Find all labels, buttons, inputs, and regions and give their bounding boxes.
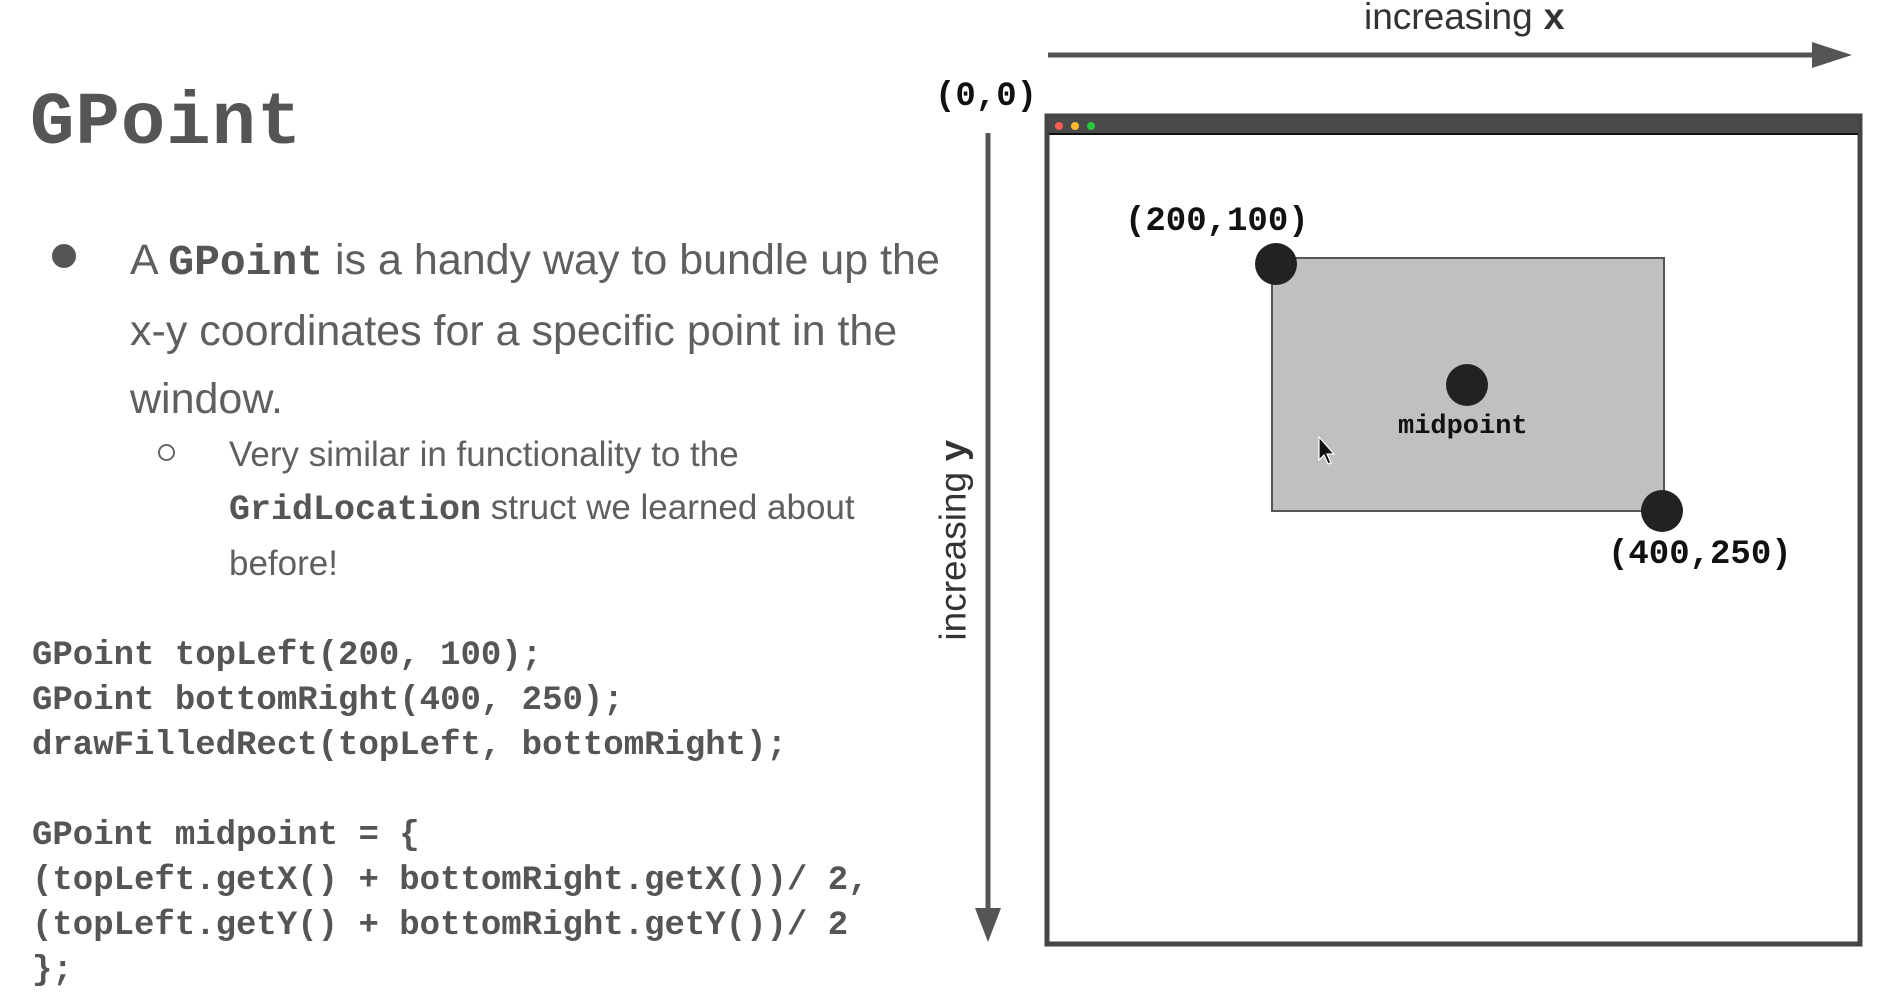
minimize-button[interactable] xyxy=(1071,122,1079,130)
bullet-body: is a handy way to bundle up the x-y coor… xyxy=(130,236,940,423)
code-line: (topLeft.getY() + bottomRight.getY())/ 2 xyxy=(32,907,849,945)
sub-bullet-prefix: Very similar in functionality to the xyxy=(229,435,739,474)
x-axis-text: increasing xyxy=(1364,0,1543,37)
code-line: GPoint midpoint = { xyxy=(32,817,420,855)
code-line: GPoint topLeft(200, 100); xyxy=(32,637,543,675)
bullet-code-term: GPoint xyxy=(168,238,324,287)
y-axis-label: increasing y xyxy=(933,439,978,640)
x-axis-arrowhead xyxy=(1812,42,1852,68)
midpoint-point xyxy=(1446,364,1488,406)
code-line: drawFilledRect(topLeft, bottomRight); xyxy=(32,727,787,765)
slide-title: GPoint xyxy=(30,82,303,166)
sub-bullet-text: Very similar in functionality to the Gri… xyxy=(229,428,929,590)
code-block: GPoint topLeft(200, 100); GPoint bottomR… xyxy=(32,634,869,994)
bottom-right-label: (400,250) xyxy=(1608,536,1792,574)
sub-bullet-body: struct we learned about before! xyxy=(229,488,855,583)
y-axis-arrowhead xyxy=(975,908,1001,942)
bullet-prefix: A xyxy=(130,236,169,284)
top-left-point xyxy=(1255,243,1297,285)
code-line: (topLeft.getX() + bottomRight.getX())/ 2… xyxy=(32,862,869,900)
x-axis-label: increasing x xyxy=(1364,0,1565,41)
close-button[interactable] xyxy=(1055,122,1063,130)
graphics-window-frame xyxy=(1044,113,1863,947)
midpoint-label: midpoint xyxy=(1398,412,1528,442)
origin-label: (0,0) xyxy=(935,78,1038,116)
bullet-text: A GPoint is a handy way to bundle up the… xyxy=(130,226,980,433)
y-axis-text: increasing xyxy=(932,461,974,641)
bottom-right-point xyxy=(1641,490,1683,532)
bullet-marker xyxy=(52,244,76,268)
maximize-button[interactable] xyxy=(1087,122,1095,130)
x-axis-variable: x xyxy=(1542,0,1566,41)
y-axis-variable: y xyxy=(935,439,978,462)
mouse-cursor-icon xyxy=(1318,435,1336,465)
top-left-label: (200,100) xyxy=(1125,203,1309,241)
window-titlebar xyxy=(1049,118,1858,133)
code-line: GPoint bottomRight(400, 250); xyxy=(32,682,624,720)
sub-bullet-code-term: GridLocation xyxy=(229,490,482,530)
code-line: }; xyxy=(32,952,73,990)
sub-bullet-marker xyxy=(158,444,175,461)
